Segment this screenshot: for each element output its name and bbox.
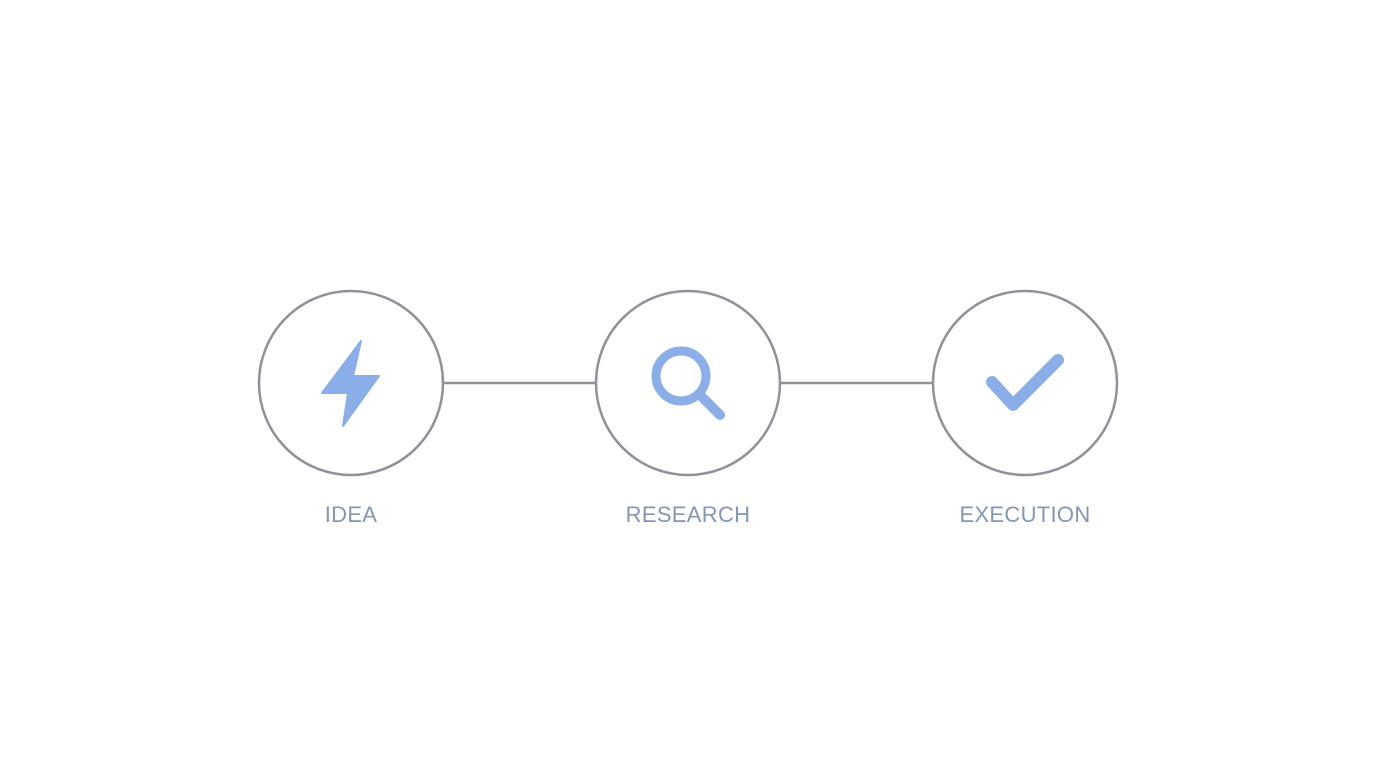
step-ring-execution [931,289,1119,477]
step-label-execution: EXECUTION [959,502,1091,527]
step-label-research: RESEARCH [625,502,751,527]
step-ring-research [594,289,782,477]
checkmark-icon [986,354,1064,411]
step-node-idea [257,289,445,477]
magnifying-glass-icon [651,346,725,420]
step-node-execution [931,289,1119,477]
step-label-idea: IDEA [324,502,378,527]
step-node-research [594,289,782,477]
lightning-bolt-icon [321,340,380,427]
